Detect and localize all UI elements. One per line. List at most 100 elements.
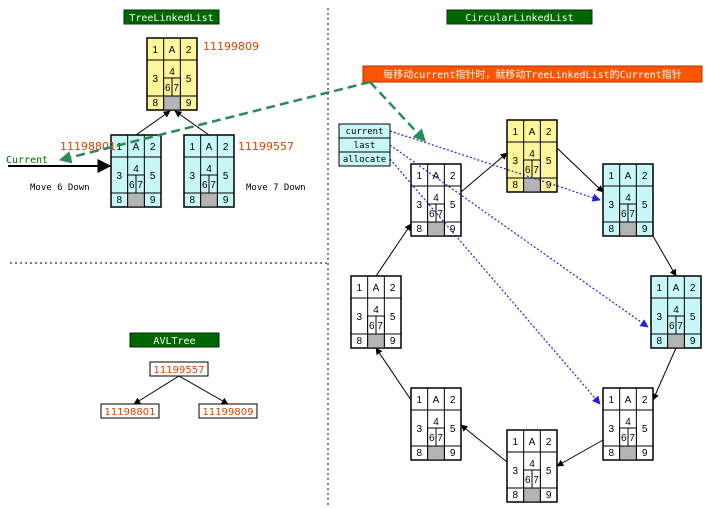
- node-cell-c1: 1: [609, 395, 615, 406]
- move-right-label: Move 7 Down: [246, 183, 306, 193]
- node-cell-c1: 1: [417, 395, 423, 406]
- node-cell-c4: 4: [529, 459, 535, 470]
- node-cell-c2: 2: [390, 283, 396, 294]
- node-cell-c4: 4: [433, 417, 439, 428]
- node-cell-c7: 7: [533, 165, 539, 176]
- node-cell-c5: 5: [450, 424, 456, 435]
- current-pointer-label: Current: [6, 155, 48, 166]
- node-cell-c6: 6: [165, 83, 171, 94]
- node-cell-c3: 3: [657, 312, 663, 323]
- header-avl-tree: AVLTree: [129, 332, 220, 348]
- svg-text:每移动current指针时，就移动TreeLinkedLis: 每移动current指针时，就移动TreeLinkedList的Current指…: [383, 68, 682, 81]
- node-cell-c7: 7: [629, 209, 635, 220]
- allocate-pointer-link: [389, 158, 601, 405]
- tree-edge-right: [174, 110, 210, 136]
- node-cell-cA: A: [169, 45, 176, 56]
- node-cell-c4: 4: [206, 164, 212, 175]
- node-cell-c2: 2: [223, 142, 229, 153]
- node-cell-c8: 8: [117, 195, 123, 206]
- node-cell-c3: 3: [190, 171, 196, 182]
- annotation-banner: 每移动current指针时，就移动TreeLinkedList的Current指…: [362, 65, 703, 83]
- node-cell-c6: 6: [525, 475, 531, 486]
- node-cell-c6: 6: [621, 433, 627, 444]
- node-cell-c3: 3: [117, 171, 123, 182]
- node-cell-c9: 9: [186, 98, 192, 109]
- svg-text:AVLTree: AVLTree: [153, 336, 195, 347]
- node-cell-c5: 5: [223, 171, 229, 182]
- node-cell-c7: 7: [533, 475, 539, 486]
- node-cell-c7: 7: [210, 180, 216, 191]
- node-cell-c2: 2: [546, 437, 552, 448]
- node-cell-c3: 3: [357, 312, 363, 323]
- ring-edge-3-4: [652, 235, 677, 277]
- node-id-right: 11199557: [238, 140, 294, 153]
- ring-edge-8-1: [375, 223, 412, 277]
- node-cell-c4: 4: [625, 417, 631, 428]
- header-circular-linked-list: CircularLinkedList: [446, 9, 593, 25]
- node-cell-c1: 1: [190, 142, 196, 153]
- node-cell-c7: 7: [137, 180, 143, 191]
- ring-edge-2-3: [556, 147, 604, 193]
- annotation-arrow-to-current: [58, 80, 371, 164]
- node-cell-c4: 4: [433, 193, 439, 204]
- node-cell-c8: 8: [153, 98, 159, 109]
- node-cell-c4: 4: [133, 164, 139, 175]
- node-cell-c2: 2: [450, 171, 456, 182]
- last-pointer-link: [389, 144, 649, 328]
- node-cell-c2: 2: [642, 395, 648, 406]
- node-cell-c9: 9: [390, 336, 396, 347]
- node-cell-c2: 2: [690, 283, 696, 294]
- avl-tree: 11199557 11198801 11199809: [100, 361, 258, 419]
- node-cell-c8: 8: [417, 224, 423, 235]
- node-cell-c8: 8: [190, 195, 196, 206]
- current-pointer-link: [389, 130, 601, 202]
- node-cell-c2: 2: [642, 171, 648, 182]
- node-cell-c5: 5: [642, 424, 648, 435]
- connectors: [135, 110, 677, 467]
- node-cell-cA: A: [373, 283, 380, 294]
- svg-text:CircularLinkedList: CircularLinkedList: [465, 13, 573, 24]
- node-cell-c7: 7: [629, 433, 635, 444]
- node-cell-c1: 1: [513, 127, 519, 138]
- node-cell-c9: 9: [150, 195, 156, 206]
- node-cell-c1: 1: [117, 142, 123, 153]
- node-cell-c6: 6: [621, 209, 627, 220]
- node-cell-c4: 4: [169, 67, 175, 78]
- node-cell-c8: 8: [513, 180, 519, 191]
- node-cell-c1: 1: [357, 283, 363, 294]
- node-cell-c2: 2: [150, 142, 156, 153]
- avl-root: 11199557: [154, 365, 205, 376]
- node-cell-c1: 1: [609, 171, 615, 182]
- node-cell-c8: 8: [417, 448, 423, 459]
- node-cell-c5: 5: [186, 74, 192, 85]
- node-cell-c6: 6: [429, 209, 435, 220]
- node-cell-c9: 9: [642, 448, 648, 459]
- node-cell-c3: 3: [417, 424, 423, 435]
- node-cell-c9: 9: [450, 224, 456, 235]
- node-cell-c5: 5: [546, 156, 552, 167]
- pointer-current: current: [346, 127, 384, 137]
- node-cell-cA: A: [433, 395, 440, 406]
- node-cell-c6: 6: [369, 321, 375, 332]
- node-cell-c7: 7: [437, 209, 443, 220]
- node-id-top: 11199809: [203, 40, 259, 53]
- node-cell-c2: 2: [450, 395, 456, 406]
- node-cell-c5: 5: [450, 200, 456, 211]
- node-cell-c1: 1: [153, 45, 159, 56]
- node-cell-c1: 1: [657, 283, 663, 294]
- node-cell-c6: 6: [129, 180, 135, 191]
- ring-edge-5-6: [556, 439, 604, 467]
- header-tree-linked-list: TreeLinkedList: [123, 9, 220, 25]
- pointer-box: current last allocate: [338, 123, 391, 167]
- node-cell-c3: 3: [513, 466, 519, 477]
- node-cell-c3: 3: [609, 424, 615, 435]
- node-cell-c9: 9: [642, 224, 648, 235]
